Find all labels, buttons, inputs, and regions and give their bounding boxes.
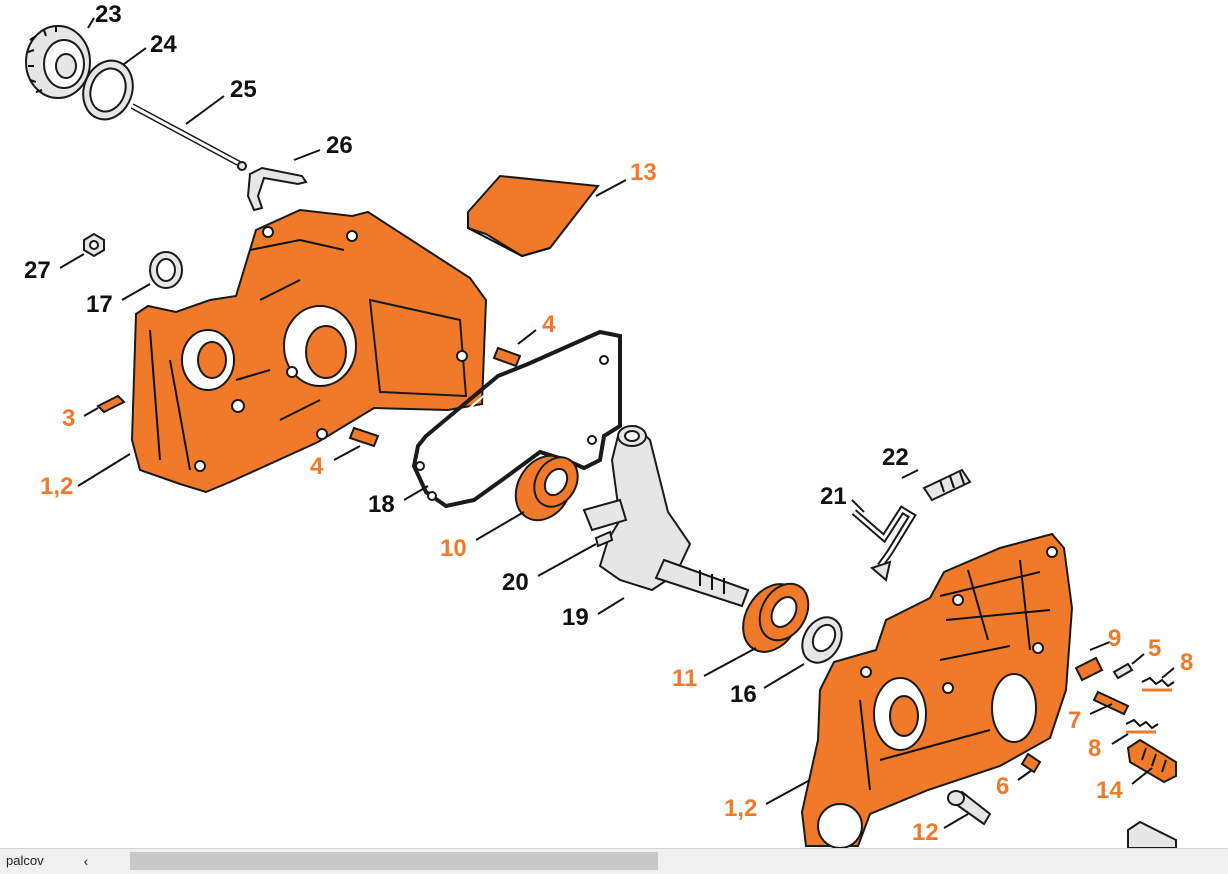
callout-26: 26	[326, 132, 353, 159]
part-9-plug	[1074, 656, 1104, 682]
callout-9: 9	[1108, 625, 1121, 652]
callout-4-upper: 4	[542, 311, 556, 338]
part-24-seal	[82, 59, 134, 121]
callout-8-upper: 8	[1180, 649, 1193, 676]
callout-8-lower: 8	[1088, 735, 1101, 762]
callout-labels: 23 24 25 26 13 27 17 4 3 4 1,2 22 21 18 …	[24, 1, 1193, 846]
callout-1-2-right: 1,2	[724, 795, 757, 822]
part-14-valve	[1126, 738, 1177, 784]
part-8-spring-upper	[1141, 676, 1175, 692]
callout-17: 17	[86, 291, 113, 318]
callout-21: 21	[820, 483, 847, 510]
part-17-seal	[149, 251, 183, 289]
callout-27: 27	[24, 257, 51, 284]
callout-24: 24	[150, 31, 177, 58]
part-4-dowel-upper	[492, 346, 522, 368]
callout-20: 20	[502, 569, 529, 596]
callout-7: 7	[1068, 707, 1081, 734]
part-21-oil-line	[851, 505, 917, 582]
status-label: palcov	[6, 853, 44, 868]
part-8-spring-lower	[1125, 718, 1159, 734]
callout-23: 23	[95, 1, 122, 28]
callout-13: 13	[630, 159, 657, 186]
callout-19: 19	[562, 604, 589, 631]
crankcase-left-half	[130, 208, 488, 494]
part-23-cap	[25, 25, 91, 99]
callout-22: 22	[882, 444, 909, 471]
part-10-bearing	[514, 454, 579, 522]
fitting-bottom-right	[1127, 820, 1177, 848]
part-11-bearing	[742, 582, 810, 653]
part-12-bolt	[947, 790, 992, 826]
status-bar: palcov ‹	[0, 848, 1228, 874]
part-20-key	[594, 530, 614, 548]
part-13-plate	[467, 174, 600, 258]
callout-25: 25	[230, 76, 257, 103]
callout-1-2-left: 1,2	[40, 473, 73, 500]
callout-3: 3	[62, 405, 75, 432]
part-3-screw	[96, 394, 126, 414]
leader-lines	[59, 17, 1175, 829]
horizontal-scrollbar[interactable]	[96, 852, 1224, 870]
callout-6: 6	[996, 773, 1009, 800]
part-27-nut	[83, 232, 105, 258]
part-19-crankshaft	[582, 424, 750, 608]
part-16-seal	[801, 616, 843, 664]
part-25-pin	[130, 103, 247, 171]
part-5-pin	[1112, 662, 1134, 680]
callout-14: 14	[1096, 777, 1123, 804]
callout-10: 10	[440, 535, 467, 562]
part-26-clip	[246, 166, 308, 212]
callout-18: 18	[368, 491, 395, 518]
callout-16: 16	[730, 681, 757, 708]
part-22-fitting	[922, 468, 972, 502]
callout-11: 11	[672, 665, 697, 692]
callout-4-lower: 4	[310, 453, 324, 480]
callout-12: 12	[912, 819, 939, 846]
callout-5: 5	[1148, 635, 1161, 662]
part-4-dowel-lower	[348, 426, 380, 448]
crankcase-right-half	[800, 532, 1074, 848]
part-6-pin	[1020, 752, 1042, 774]
part-7-pin	[1092, 690, 1130, 716]
scroll-left-icon[interactable]: ‹	[83, 853, 89, 869]
scrollbar-thumb[interactable]	[130, 852, 658, 870]
parts-diagram: 23 24 25 26 13 27 17 4 3 4 1,2 22 21 18 …	[24, 1, 1193, 848]
